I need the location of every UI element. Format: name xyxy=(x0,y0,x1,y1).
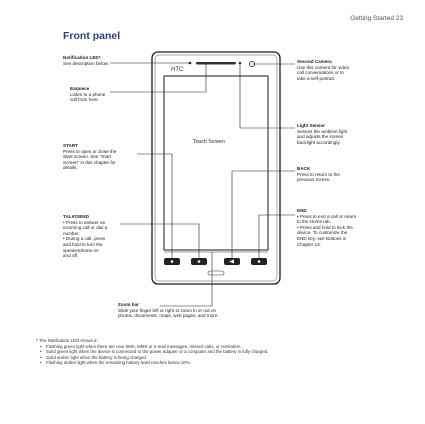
footnote: * The Notification LED shows a: Flashing… xyxy=(36,338,401,366)
callout-start: START Press to open or close the Start s… xyxy=(63,143,117,171)
footnote-list: Flashing green light when there are new … xyxy=(36,344,401,366)
callout-end: END • Press to end a call or return to t… xyxy=(297,208,357,247)
callout-notification-led: Notification LED* See description below. xyxy=(63,55,109,66)
leader-end xyxy=(258,214,295,258)
back-button-glyph xyxy=(229,259,234,264)
footnote-heading: * The Notification LED shows a: xyxy=(36,338,98,343)
callout-back: BACK Press to return to the previous scr… xyxy=(297,166,340,183)
callout-second-camera: Second Camera Use this camera for video … xyxy=(297,59,350,81)
leader-zoom-bar xyxy=(160,252,213,307)
footnote-item: Solid green light when the device is con… xyxy=(40,349,401,355)
touch-screen xyxy=(163,75,269,251)
running-header: Getting Started 23 xyxy=(350,15,403,22)
callout-zoom-bar: Zoom bar Slide your finger left or right… xyxy=(118,302,219,319)
screen-label: Touch Screen xyxy=(193,139,225,145)
section-title: Front panel xyxy=(63,30,121,42)
phone-inner-edge xyxy=(154,54,278,282)
footnote-item: Flashing amber light when the remaining … xyxy=(40,360,401,366)
brand-logo: HTC xyxy=(171,67,184,73)
leader-light-sensor xyxy=(239,63,295,129)
callout-earpiece: Earpiece Listen to a phone call from her… xyxy=(70,86,106,103)
start-button-glyph xyxy=(170,260,174,263)
callout-light-sensor: Light Sensor Senses the ambient light an… xyxy=(297,123,348,145)
footnote-item: Flashing green light when there are new … xyxy=(40,344,401,350)
earpiece-slot xyxy=(196,62,236,65)
leader-talk-send xyxy=(120,223,200,258)
end-button-glyph xyxy=(257,260,261,263)
leader-earpiece xyxy=(110,64,207,93)
leader-start xyxy=(137,153,173,258)
microphone xyxy=(207,270,225,276)
talk-button-glyph xyxy=(197,260,201,263)
leader-lines xyxy=(110,62,295,307)
arrow-dot-led xyxy=(189,62,191,64)
callout-talk-send: TALK/SEND • Press to answer an incoming … xyxy=(63,214,108,259)
footnote-item: Solid amber light when the battery is be… xyxy=(40,355,401,361)
leader-back xyxy=(231,170,295,258)
